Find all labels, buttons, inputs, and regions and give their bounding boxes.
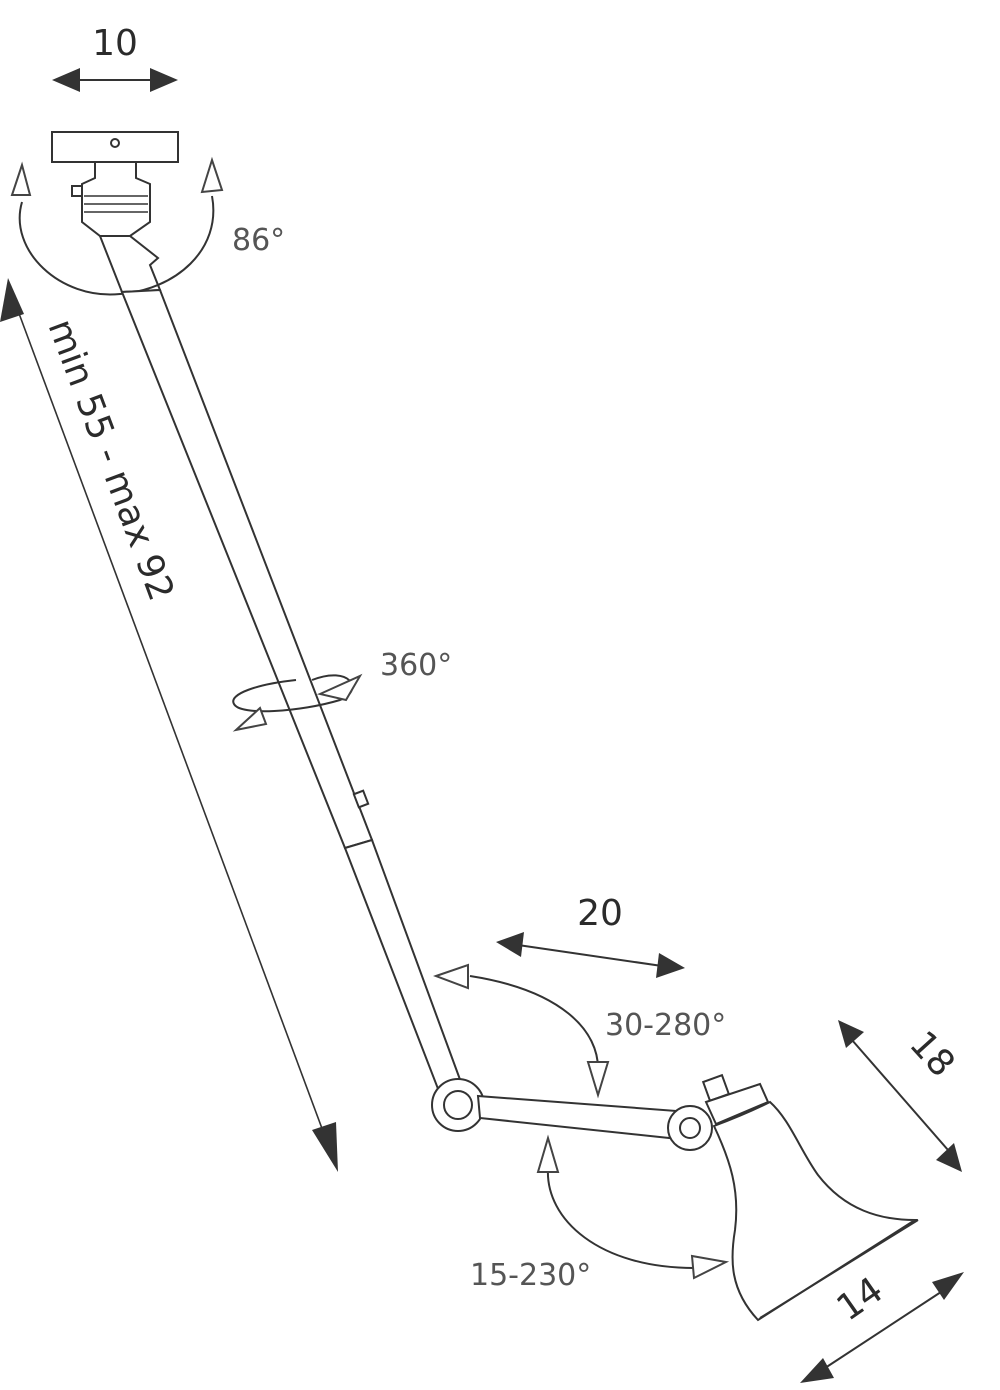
elbow-knob (443, 1090, 473, 1120)
base-width-arrow-right (150, 68, 178, 92)
elbow-arm-label: 20 (577, 893, 623, 934)
shade-height-label: 18 (901, 1024, 962, 1085)
elbow-arm-arrow-right (656, 953, 685, 978)
arm-length-line (13, 299, 331, 1151)
shade-height-dimension: 18 (838, 1020, 962, 1172)
base-rotation-arrow-right (200, 156, 224, 194)
arm-length-arrow-bottom (312, 1122, 338, 1172)
lamp-shade (701, 1073, 919, 1322)
shade-height-line (851, 1039, 949, 1151)
shade-height-arrow-top (838, 1020, 864, 1048)
shade-diameter-label: 14 (830, 1270, 891, 1330)
shade-rim (759, 1219, 919, 1319)
shade-rotation-indicator: 15-230° (470, 1134, 730, 1293)
base-width-arrow-left (52, 68, 80, 92)
mount-socket (81, 161, 151, 237)
base-width-label: 10 (92, 23, 138, 64)
arm-rotation-arrow-right (316, 673, 363, 702)
arm-rotation-indicator: 360° (232, 648, 452, 732)
socket-knob (71, 185, 83, 197)
shade-diameter-arrow-right (932, 1272, 964, 1300)
arm-lock-knob (352, 789, 370, 809)
arm-length-dimension: min 55 - max 92 (0, 278, 338, 1172)
shade-joint-knob (679, 1117, 701, 1139)
arm-length-arrow-top (0, 278, 24, 322)
elbow-rotation-arrow-bottom (586, 1061, 610, 1099)
canopy-screw (110, 138, 120, 148)
shade-diameter-dimension: 14 (800, 1270, 964, 1383)
elbow-rotation-indicator: 30-280° (433, 963, 726, 1099)
mount-joint (98, 235, 162, 294)
elbow-arm-dimension: 20 (496, 893, 685, 978)
shade-body (712, 1100, 919, 1322)
elbow-arm-tube (476, 1094, 692, 1142)
elbow-rotation-arrow-top (433, 963, 469, 990)
elbow-rotation-arc (469, 975, 600, 1073)
base-width-dimension: 10 (52, 23, 178, 92)
base-rotation-label: 86° (232, 223, 285, 258)
base-rotation-arc (18, 195, 215, 296)
shade-rotation-arc (546, 1167, 695, 1269)
elbow-arm-arrow-left (496, 932, 524, 957)
shade-rotation-arrow-top (536, 1134, 560, 1173)
shade-diameter-line (821, 1289, 945, 1371)
arm-rotation-arrow-left (232, 706, 268, 732)
lower-arm-tube (343, 838, 464, 1096)
elbow-joint (431, 1078, 713, 1151)
shade-diameter-arrow-left (800, 1358, 834, 1383)
main-arm (120, 288, 464, 1096)
ceiling-mount (51, 131, 179, 294)
elbow-arm-line (517, 944, 663, 967)
shade-height-arrow-bottom (936, 1143, 962, 1172)
elbow-rotation-label: 30-280° (605, 1008, 726, 1043)
shade-rotation-arrow-right (690, 1254, 730, 1280)
base-rotation-indicator: 86° (10, 156, 285, 296)
base-rotation-arrow-left (10, 161, 32, 196)
shade-rotation-label: 15-230° (470, 1258, 591, 1293)
arm-rotation-label: 360° (380, 648, 452, 683)
